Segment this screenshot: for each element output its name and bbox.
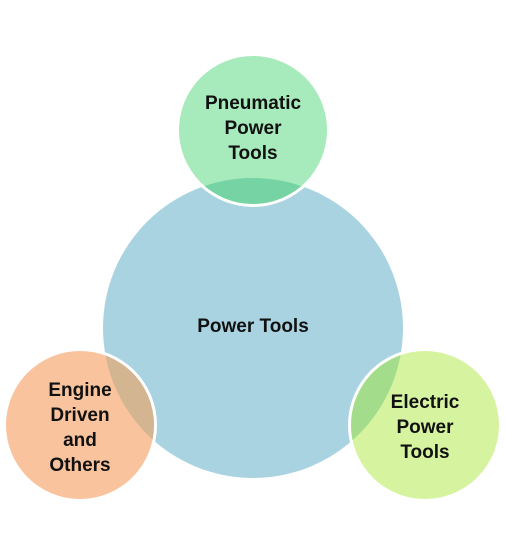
center-label: Power Tools <box>197 316 309 337</box>
engine-driven-and-others-label: Engine Driven and Others <box>48 380 112 476</box>
pneumatic-power-tools-label: Pneumatic Power Tools <box>204 93 302 164</box>
center-circle <box>103 178 403 478</box>
electric-power-tools-label: Electric Power Tools <box>390 392 460 463</box>
top-node-circle <box>179 56 327 204</box>
